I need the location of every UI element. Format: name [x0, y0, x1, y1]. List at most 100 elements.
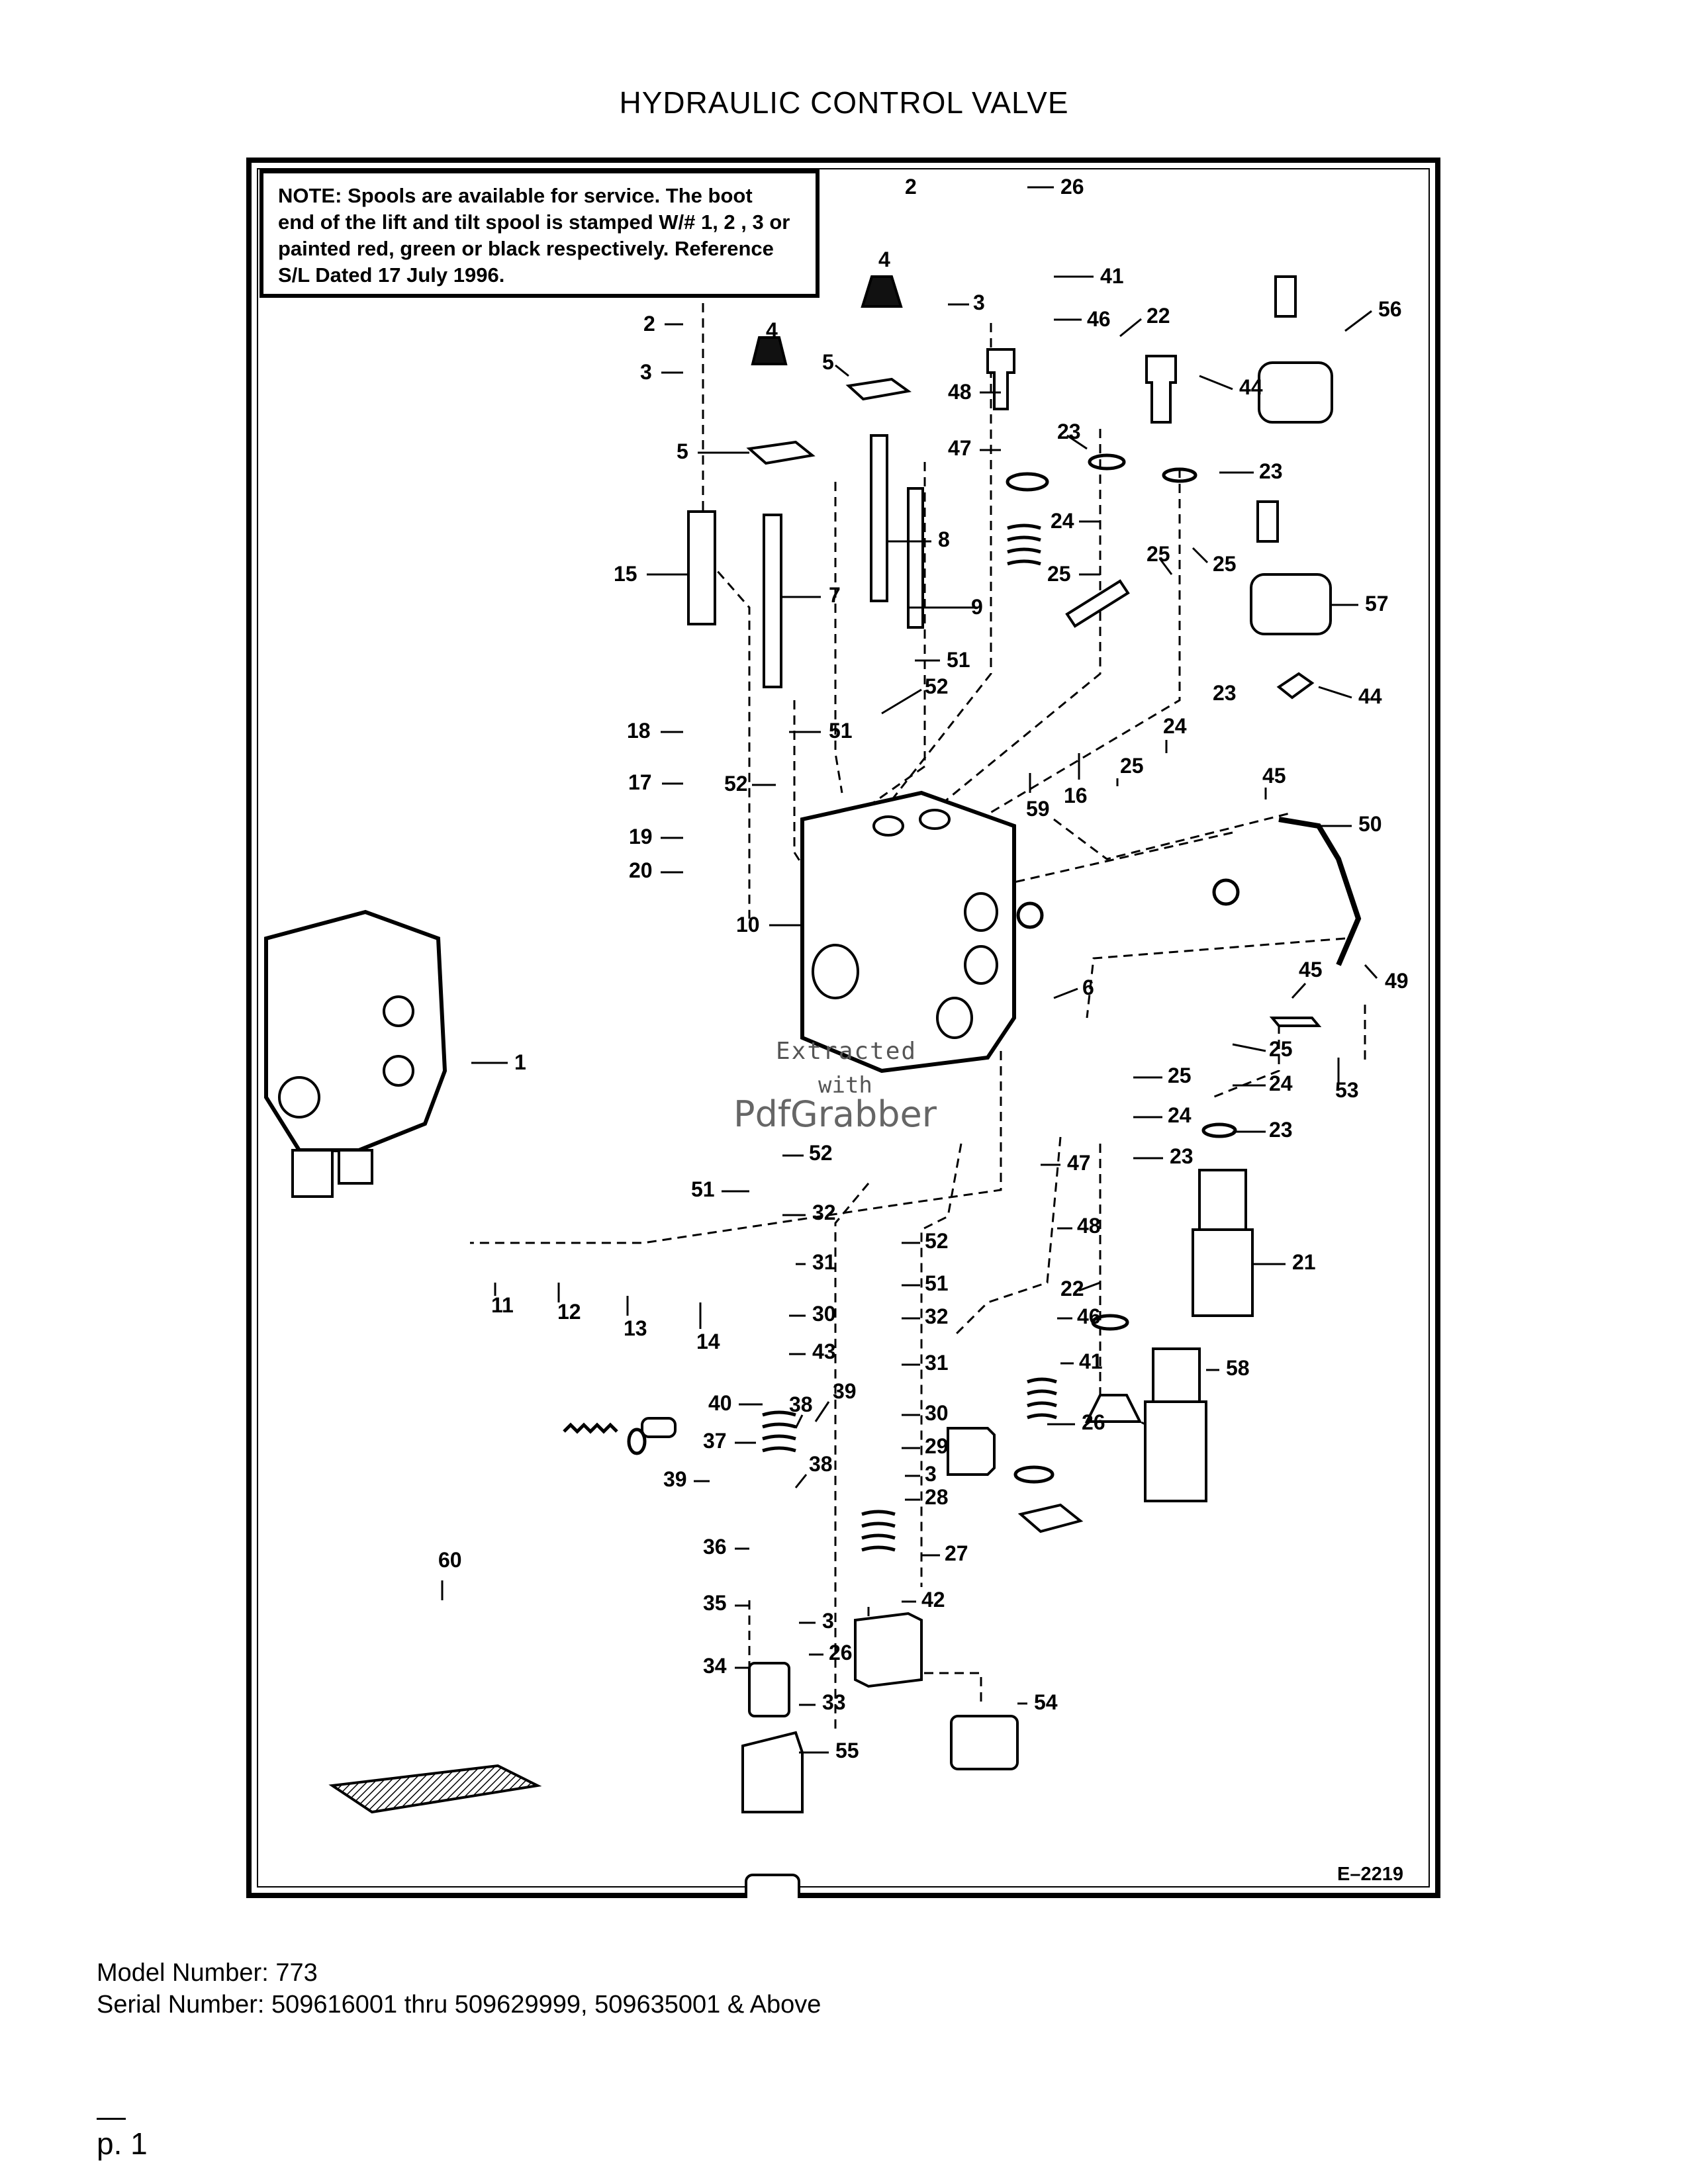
serial-number: Serial Number: 509616001 thru 509629999,… — [97, 1991, 821, 2019]
callout-51: 51 — [691, 1177, 715, 1201]
callout-25: 25 — [1047, 562, 1071, 586]
callout-50: 50 — [1358, 812, 1382, 836]
callout-39: 39 — [833, 1379, 857, 1403]
callout-10: 10 — [736, 913, 760, 936]
callout-20: 20 — [629, 858, 653, 882]
callout-51: 51 — [925, 1271, 949, 1295]
callout-23: 23 — [1057, 420, 1081, 443]
callout-26: 26 — [1060, 175, 1084, 199]
callout-33: 33 — [822, 1690, 846, 1714]
callout-32: 32 — [812, 1201, 836, 1224]
callout-25: 25 — [1147, 542, 1170, 566]
callout-44: 44 — [1239, 375, 1263, 399]
callout-31: 31 — [812, 1250, 836, 1274]
callout-26: 26 — [1082, 1410, 1105, 1434]
callout-3: 3 — [925, 1462, 937, 1486]
callout-51: 51 — [829, 719, 853, 743]
callout-29: 29 — [925, 1434, 949, 1458]
callout-1: 1 — [514, 1050, 526, 1074]
callout-48: 48 — [948, 380, 972, 404]
callout-25: 25 — [1269, 1037, 1293, 1061]
callout-45: 45 — [1299, 958, 1323, 981]
callout-32: 32 — [925, 1304, 949, 1328]
page-title: HYDRAULIC CONTROL VALVE — [619, 85, 1069, 120]
callout-40: 40 — [708, 1391, 732, 1415]
note-line: Spools are available for service. The bo… — [348, 184, 753, 207]
callout-3: 3 — [822, 1609, 834, 1633]
note-line: S/L Dated 17 July 1996. — [278, 263, 505, 287]
watermark-brand: PdfGrabber — [733, 1093, 937, 1135]
leader-line — [881, 688, 922, 715]
callout-22: 22 — [1147, 304, 1170, 328]
callout-18: 18 — [627, 719, 651, 743]
page-rule — [97, 2118, 126, 2120]
diagram-frame — [246, 158, 1440, 1898]
leader-line — [1291, 982, 1307, 999]
callout-16: 16 — [1064, 784, 1088, 807]
callout-53: 53 — [1335, 1078, 1359, 1102]
model-number: Model Number: 773 — [97, 1959, 318, 1987]
callout-15: 15 — [614, 562, 637, 586]
leader-line — [1192, 547, 1209, 564]
callout-55: 55 — [835, 1739, 859, 1762]
callout-48: 48 — [1077, 1214, 1101, 1238]
callout-35: 35 — [703, 1591, 727, 1615]
callout-59: 59 — [1026, 797, 1050, 821]
callout-46: 46 — [1077, 1304, 1101, 1328]
callout-4: 4 — [878, 248, 890, 271]
figure-code: E–2219 — [1337, 1864, 1403, 1885]
callout-25: 25 — [1168, 1064, 1192, 1087]
valve-body-part — [800, 790, 1016, 1073]
watermark-line: Extracted — [776, 1038, 917, 1065]
callout-7: 7 — [829, 583, 841, 607]
callout-23: 23 — [1170, 1144, 1194, 1168]
callout-39: 39 — [663, 1467, 687, 1491]
callout-28: 28 — [925, 1485, 949, 1509]
callout-4: 4 — [766, 318, 778, 342]
leader-line — [1318, 686, 1352, 699]
callout-41: 41 — [1100, 264, 1124, 288]
exploded-parts-diagram: 2264234146225643548445472323824157252525… — [264, 175, 1409, 1898]
callout-43: 43 — [812, 1340, 836, 1363]
callout-52: 52 — [809, 1141, 833, 1165]
watermark-line: with — [818, 1072, 872, 1099]
callout-30: 30 — [812, 1302, 836, 1326]
leader-line — [1053, 987, 1078, 999]
callout-24: 24 — [1269, 1071, 1293, 1095]
service-note: NOTE: Spools are available for service. … — [259, 169, 820, 298]
callout-52: 52 — [724, 772, 748, 796]
note-line: painted red, green or black respectively… — [278, 237, 774, 260]
leader-line — [1232, 1043, 1266, 1052]
callout-46: 46 — [1087, 307, 1111, 331]
callout-58: 58 — [1226, 1356, 1250, 1380]
leader-line — [1066, 434, 1088, 450]
callout-36: 36 — [703, 1535, 727, 1559]
callout-2: 2 — [905, 175, 917, 199]
callout-23: 23 — [1259, 459, 1283, 483]
callout-2: 2 — [643, 312, 655, 336]
leader-line — [1078, 1281, 1101, 1292]
callout-38: 38 — [789, 1392, 813, 1416]
callout-9: 9 — [971, 595, 983, 619]
leader-line — [794, 1474, 808, 1488]
callout-51: 51 — [947, 648, 970, 672]
callout-52: 52 — [925, 1229, 949, 1253]
note-heading: NOTE: — [278, 184, 342, 207]
mat-part — [328, 1764, 542, 1814]
callout-25: 25 — [1120, 754, 1144, 778]
leader-line — [1119, 318, 1142, 338]
callout-23: 23 — [1269, 1118, 1293, 1142]
note-line: end of the lift and tilt spool is stampe… — [278, 210, 790, 234]
callout-37: 37 — [703, 1429, 727, 1453]
callout-12: 12 — [557, 1300, 581, 1324]
callout-11: 11 — [491, 1293, 514, 1317]
callout-27: 27 — [945, 1541, 968, 1565]
callout-17: 17 — [628, 770, 652, 794]
leader-line — [814, 1401, 830, 1422]
callout-26: 26 — [829, 1641, 853, 1664]
callout-24: 24 — [1051, 509, 1074, 533]
callout-42: 42 — [921, 1588, 945, 1612]
leader-line — [794, 1414, 804, 1429]
callout-3: 3 — [640, 360, 652, 384]
